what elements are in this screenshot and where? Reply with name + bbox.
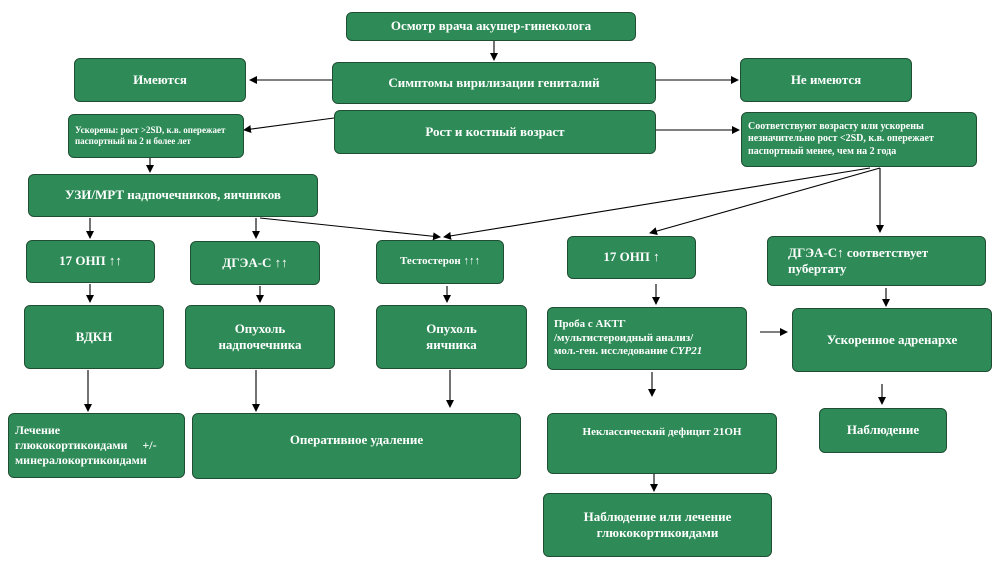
absent-label: Не имеются bbox=[790, 71, 862, 87]
observe-or-treat-line-2: глюкокортикоидами bbox=[596, 525, 719, 540]
exam-box: Осмотр врача акушер-гинеколога bbox=[346, 12, 636, 41]
ohp-mild-box: 17 ОНП ↑ bbox=[567, 236, 696, 279]
imaging-label: УЗИ/МРТ надпочечников, яичников bbox=[65, 187, 281, 203]
ohp-high-box: 17 ОНП ↑↑ bbox=[26, 240, 155, 283]
arrow-growth-accelerated bbox=[243, 117, 335, 134]
observe-or-treat-box: Наблюдение или лечение глюкокортикоидами bbox=[543, 493, 772, 557]
acth-test-line-3-text: мол.-ген. исследование bbox=[554, 345, 671, 358]
acth-test-line-1: Проба с АКТГ bbox=[554, 317, 626, 330]
dhea-high-box: ДГЭА-С ↑↑ bbox=[190, 241, 320, 285]
growth-box: Рост и костный возраст bbox=[334, 110, 656, 154]
accelerated-label: Ускорены: рост >2SD, к.в. опережает пасп… bbox=[75, 124, 226, 146]
adrenal-tumor-box: Опухоль надпочечника bbox=[185, 305, 335, 369]
acth-test-line-2: /мультистероидный анализ/ bbox=[554, 331, 694, 344]
imaging-box: УЗИ/МРТ надпочечников, яичников bbox=[28, 174, 318, 217]
cah-box: ВДКН bbox=[24, 305, 164, 369]
present-label: Имеются bbox=[133, 71, 187, 87]
present-box: Имеются bbox=[74, 58, 246, 102]
absent-box: Не имеются bbox=[740, 58, 912, 102]
ovary-tumor-line-1: Опухоль bbox=[426, 320, 477, 336]
adrenal-tumor-line-1: Опухоль bbox=[234, 320, 286, 336]
testosterone-label: Тестостерон ↑↑↑ bbox=[400, 255, 480, 268]
testosterone-box: Тестостерон ↑↑↑ bbox=[376, 240, 504, 284]
adrenal-tumor-line-2: надпочечника bbox=[218, 337, 302, 352]
dhea-normal-box: ДГЭА-С↑ соответствует пубертату bbox=[767, 236, 986, 286]
symptoms-label: Симптомы вирилизации гениталий bbox=[388, 74, 600, 90]
ovary-tumor-box: Опухоль яичника bbox=[376, 305, 527, 369]
nonclassic-label: Неклассический дефицит 21ОН bbox=[582, 426, 742, 438]
ovary-tumor-line-2: яичника bbox=[426, 337, 477, 352]
observation-label: Наблюдение bbox=[846, 422, 920, 438]
cah-label: ВДКН bbox=[75, 328, 113, 344]
ohp-high-label: 17 ОНП ↑↑ bbox=[59, 253, 122, 269]
accelerated-box: Ускорены: рост >2SD, к.в. опережает пасп… bbox=[68, 114, 244, 158]
observe-or-treat-line-1: Наблюдение или лечение bbox=[583, 508, 732, 524]
surgery-label: Оперативное удаление bbox=[289, 432, 424, 447]
acth-test-line-3: мол.-ген. исследование CYP21 bbox=[554, 345, 702, 359]
arrow-imaging-testosterone bbox=[259, 217, 441, 241]
acth-test-gene: CYP21 bbox=[670, 345, 703, 358]
symptoms-box: Симптомы вирилизации гениталий bbox=[332, 62, 656, 104]
treatment-box: Лечение глюкокортикоидами +/- минералоко… bbox=[8, 413, 185, 478]
observation-box: Наблюдение bbox=[819, 408, 947, 453]
growth-label: Рост и костный возраст bbox=[425, 123, 565, 139]
acth-test-box: Проба с АКТГ /мультистероидный анализ/ м… bbox=[547, 307, 747, 370]
surgery-box: Оперативное удаление bbox=[192, 413, 521, 479]
nonclassic-box: Неклассический дефицит 21ОН bbox=[547, 413, 777, 474]
dhea-high-label: ДГЭА-С ↑↑ bbox=[222, 254, 288, 270]
dhea-normal-label: ДГЭА-С↑ соответствует пубертату bbox=[788, 244, 929, 276]
normal-growth-label: Соответствуют возрасту или ускорены незн… bbox=[748, 120, 934, 157]
treatment-line-1: Лечение bbox=[15, 423, 61, 437]
treatment-line-2: глюкокортикоидами +/- bbox=[15, 438, 157, 452]
treatment-line-3: минералокортикоидами bbox=[15, 453, 147, 467]
normal-growth-box: Соответствуют возрасту или ускорены незн… bbox=[741, 112, 977, 167]
premature-adrenarche-label: Ускоренное адренархе bbox=[826, 331, 958, 347]
exam-label: Осмотр врача акушер-гинеколога bbox=[390, 18, 592, 34]
arrow-normal-testosterone bbox=[443, 167, 871, 240]
ohp-mild-label: 17 ОНП ↑ bbox=[603, 249, 660, 265]
arrow-normal-ohp bbox=[649, 167, 881, 235]
premature-adrenarche-box: Ускоренное адренархе bbox=[792, 308, 992, 372]
